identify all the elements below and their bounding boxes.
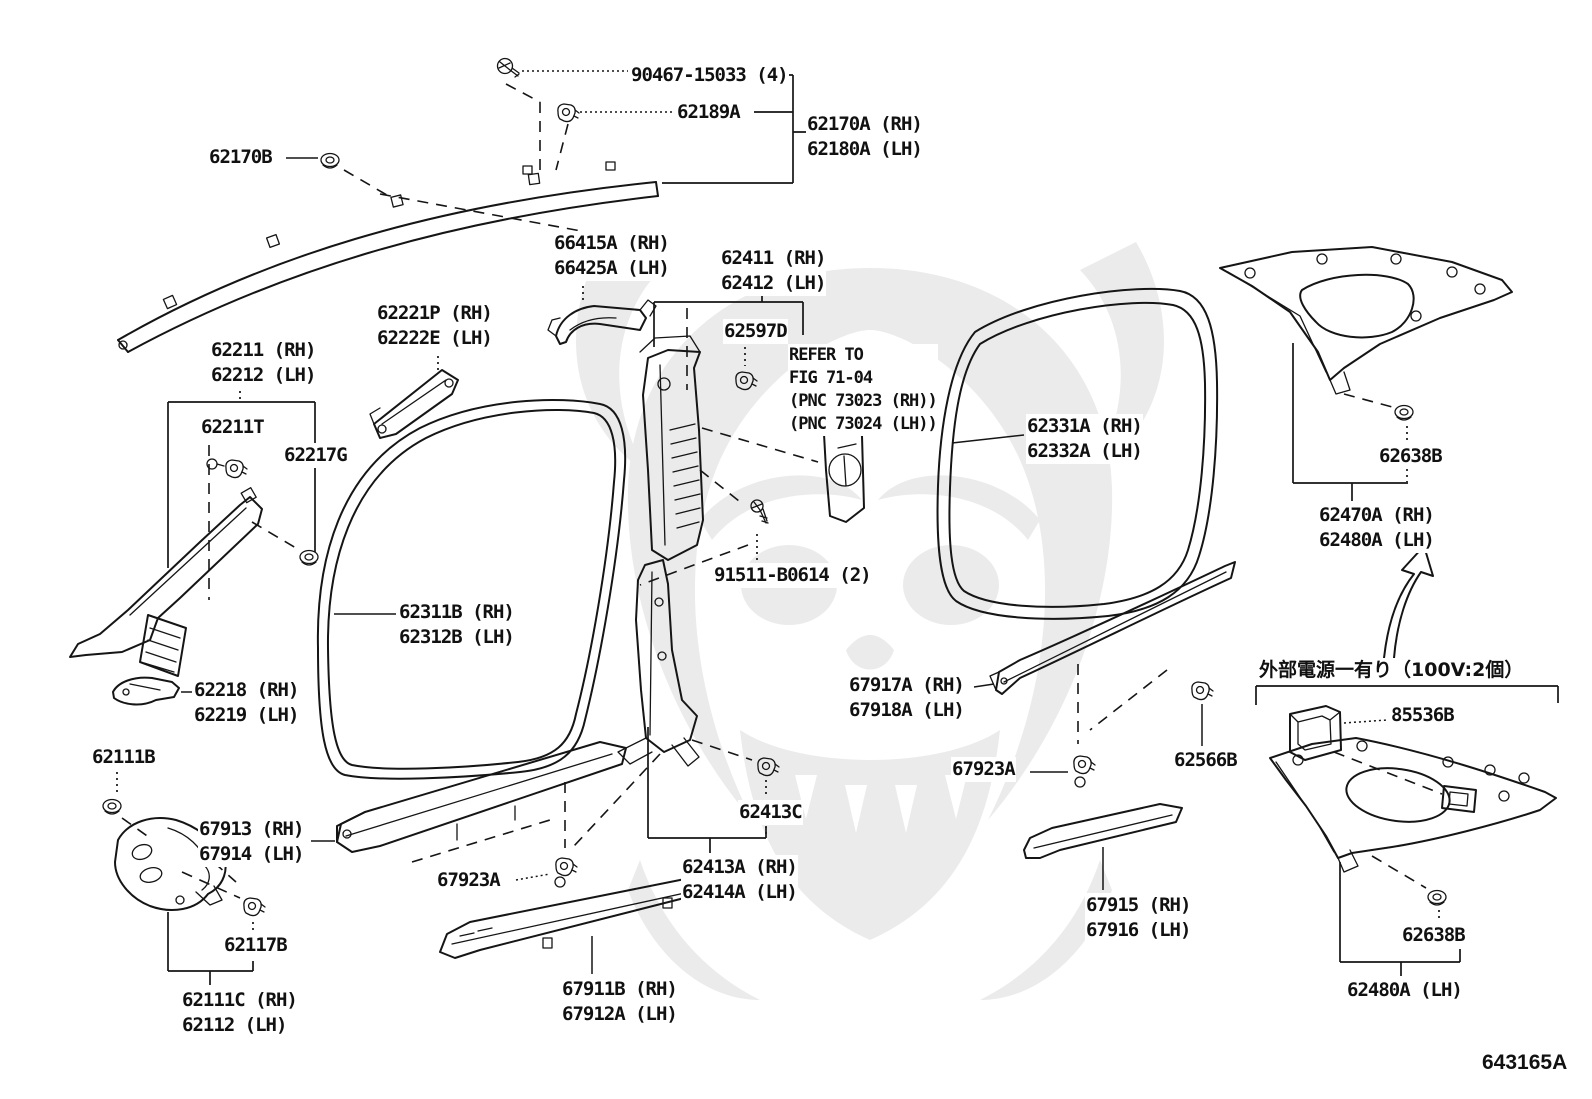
power-supply-note-jp: 外部電源一有り（100V:2個） [1258, 658, 1525, 683]
rear-sill-strip-drawing [1024, 804, 1182, 890]
part-label-62218-62219: 62218 (RH) 62219 (LH) [193, 678, 299, 728]
part-label-62638b-lower: 62638B [1401, 923, 1466, 948]
clip-67923a-front-icon [555, 857, 578, 877]
part-label-62597d: 62597D [723, 319, 788, 344]
watermark-oni-mask-graphic [575, 242, 1165, 1000]
part-label-62480a-lower: 62480A (LH) [1346, 978, 1463, 1003]
figure-number: 643165A [1482, 1051, 1568, 1074]
rear-scuff-plate-drawing [974, 562, 1235, 787]
bracket-66415a-drawing [548, 286, 656, 344]
clip-62189a-icon [557, 103, 580, 123]
clip-62218-drawing [113, 678, 192, 705]
part-label-67923a-front: 67923A [436, 868, 501, 893]
rear-door-weatherstrip-drawing [938, 289, 1218, 619]
part-label-62111b: 62111B [91, 745, 156, 770]
part-label-62470a-62480a: 62470A (RH) 62480A (LH) [1318, 503, 1435, 553]
grommet-62170b-icon [320, 152, 340, 169]
grommet-62217g-icon [299, 549, 319, 566]
part-label-62170a-62180a: 62170A (RH) 62180A (LH) [806, 112, 923, 162]
part-label-62211t: 62211T [200, 415, 265, 440]
part-label-62211-62212: 62211 (RH) 62212 (LH) [210, 338, 316, 388]
clip-62566b-icon [1191, 681, 1214, 701]
grommet-62638b-lower-icon [1427, 889, 1447, 906]
part-label-62638b-upper: 62638B [1378, 444, 1443, 469]
part-label-62221p-62222e: 62221P (RH) 62222E (LH) [376, 301, 493, 351]
part-label-67913-67914: 67913 (RH) 67914 (LH) [198, 817, 304, 867]
grommet-62638b-upper-icon [1394, 404, 1414, 421]
up-arrow-graphic [1384, 546, 1433, 658]
b-pillar-lower-garnish-drawing [574, 560, 780, 853]
front-door-weatherstrip-drawing [318, 400, 625, 779]
part-label-62413a-62414a: 62413A (RH) 62414A (LH) [681, 855, 798, 905]
part-label-62331a-62332a: 62331A (RH) 62332A (LH) [1026, 414, 1143, 464]
quarter-trim-lower-drawing [1270, 738, 1556, 976]
part-label-62311b-62312b: 62311B (RH) 62312B (LH) [398, 600, 515, 650]
part-label-62411-62412: 62411 (RH) 62412 (LH) [720, 246, 826, 296]
part-label-85536b: 85536B [1390, 703, 1455, 728]
clip-62117b-icon [243, 897, 266, 917]
b-pillar-upper-garnish-drawing [640, 295, 818, 560]
front-scuff-plate-drawing [311, 742, 626, 887]
quarter-trim-upper-drawing [1220, 247, 1512, 501]
roof-side-rail-trim-drawing [118, 84, 658, 352]
bolt-91511-drawing [640, 470, 769, 585]
part-label-62217g: 62217G [283, 443, 348, 468]
part-label-67923a-center: 67923A [951, 757, 1016, 782]
part-label-66415a-66425a: 66415A (RH) 66425A (LH) [553, 231, 670, 281]
clip-62211t-icon [225, 459, 248, 479]
part-label-91511-b0614: 91511-B0614 (2) [713, 563, 872, 588]
part-label-62189a: 62189A [676, 100, 741, 125]
refer-part-drawing [824, 428, 864, 522]
part-label-67911b-67912a: 67911B (RH) 67912A (LH) [561, 977, 678, 1027]
screw-90467-icon [496, 57, 520, 78]
part-label-62413c: 62413C [738, 800, 803, 825]
clip-62111b-icon [102, 798, 122, 815]
part-label-62170b: 62170B [208, 145, 273, 170]
power-outlet-group-drawing [1256, 686, 1558, 794]
bracket-62221p-drawing [370, 356, 458, 438]
part-label-62117b: 62117B [223, 933, 288, 958]
clip-67923a-center-icon [1073, 755, 1096, 775]
part-label-67915-67916: 67915 (RH) 67916 (LH) [1085, 893, 1191, 943]
part-label-67917a-67918a: 67917A (RH) 67918A (LH) [848, 673, 965, 723]
refer-to-note: REFER TO FIG 71-04 (PNC 73023 (RH)) (PNC… [788, 344, 938, 436]
part-label-62111c-62112: 62111C (RH) 62112 (LH) [181, 988, 298, 1038]
part-label-62566b: 62566B [1173, 748, 1238, 773]
part-label-90467-15033: 90467-15033 (4) [630, 63, 789, 88]
a-pillar-garnish-drawing [70, 391, 319, 676]
